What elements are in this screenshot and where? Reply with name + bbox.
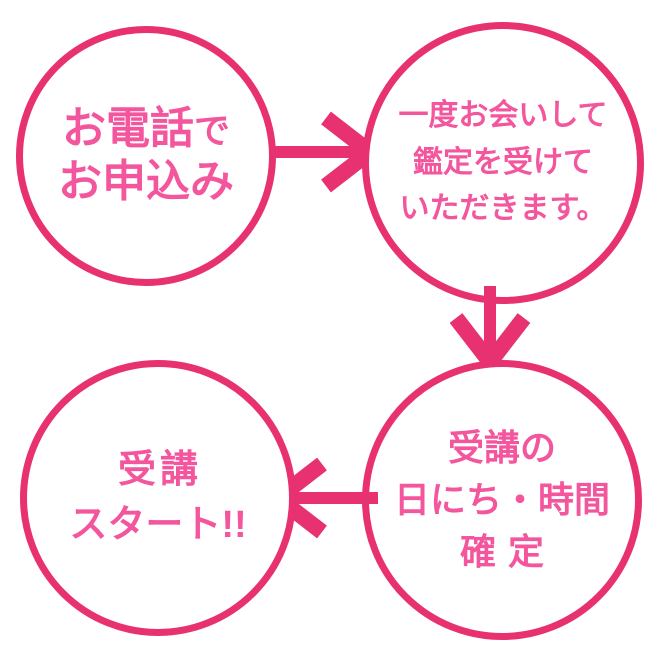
step2-circle-meeting-appraisal: 一度お会いして 鑑定を受けて いただきます。 (362, 22, 644, 304)
step1-line2: お申込み (58, 157, 234, 206)
step3-line1: 受講の (447, 426, 556, 468)
step4-text: 受講 スタート!! (69, 443, 246, 553)
step2-line3: いただきます。 (399, 192, 607, 226)
step2-text: 一度お会いして 鑑定を受けて いただきます。 (398, 93, 607, 233)
step3-line2: 日にち・時間 (393, 478, 610, 520)
step1-line1-suffix: で (193, 110, 230, 152)
step3-line3: 確定 (459, 531, 556, 573)
step4-circle-course-start: 受講 スタート!! (20, 360, 296, 636)
step2-line2: 鑑定を受けて (412, 145, 593, 179)
step1-line1-main: お電話 (61, 104, 194, 154)
right-arrow-icon (270, 111, 384, 193)
step4-line1: 受講 (117, 448, 202, 491)
step1-circle-phone-application: お電話で お申込み (16, 26, 276, 286)
step1-line1: お電話で (58, 103, 234, 156)
step3-text: 受講の 日にち・時間 確定 (394, 422, 610, 579)
step2-line1: 一度お会いして (398, 99, 608, 133)
step1-text: お電話で お申込み (58, 103, 234, 209)
step4-line2: スタート!! (69, 504, 247, 546)
down-arrow-icon (449, 286, 531, 376)
step3-circle-date-time-confirmed: 受講の 日にち・時間 確定 (362, 360, 642, 640)
